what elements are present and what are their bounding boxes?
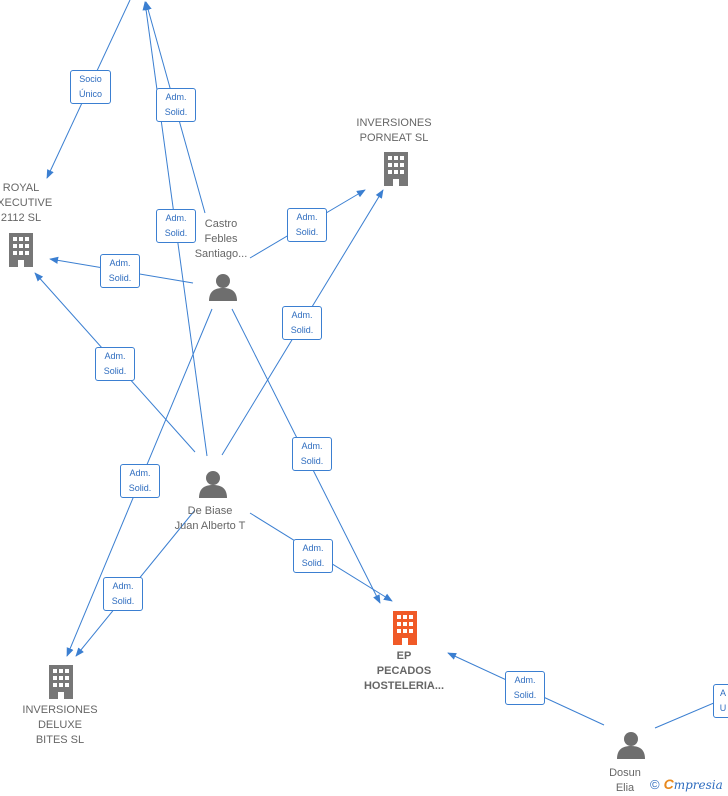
edge-label-adm-solid[interactable]: Adm. Solid. (287, 208, 327, 242)
edges (34, 0, 728, 729)
edge-label-adm-solid[interactable]: Adm. Solid. (156, 209, 196, 243)
edge-label-adm-solid[interactable]: Adm. Solid. (505, 671, 545, 705)
building-icon (49, 665, 73, 699)
node-label-castro-febles[interactable]: Castro Febles Santiago... (194, 218, 248, 260)
node-label-inversiones-deluxe[interactable]: INVERSIONES DELUXE BITES SL (22, 704, 98, 746)
edge-label-adm-solid[interactable]: Adm. Solid. (293, 539, 333, 573)
edge-label-adm-solid[interactable]: Adm. Solid. (100, 254, 140, 288)
building-icon (9, 233, 33, 267)
brand-watermark: © Cmpresia (646, 773, 728, 795)
node-label-inversiones-porneat[interactable]: INVERSIONES PORNEAT SL (356, 117, 432, 144)
edge-label-adm-solid[interactable]: Adm. Solid. (103, 577, 143, 611)
person-icon (199, 471, 227, 498)
building-icon (393, 611, 417, 645)
edge-label-adm-solid[interactable]: Adm. Solid. (120, 464, 160, 498)
person-icon (617, 732, 645, 759)
person-icon (209, 274, 237, 301)
edge-label-socio-unico[interactable]: Socio Único (70, 70, 111, 104)
copyright-icon: © (650, 776, 660, 792)
edge-label-adm-solid[interactable]: Adm. Solid. (95, 347, 135, 381)
node-label-royal-executive[interactable]: ROYAL EXECUTIVE 2112 SL (0, 182, 53, 224)
node-label-ep-pecados[interactable]: EP PECADOS HOSTELERIA... (363, 650, 445, 692)
node-label-de-biase[interactable]: De Biase Juan Alberto T (174, 505, 246, 532)
edge-label-adm-solid[interactable]: Adm. Solid. (282, 306, 322, 340)
edge-label-adm-solid[interactable]: Adm. Solid. (156, 88, 196, 122)
building-icon (384, 152, 408, 186)
node-label-dosun[interactable]: Dosun Elia (609, 767, 641, 794)
edge-label-partial[interactable]: A U (713, 684, 728, 718)
edge-label-adm-solid[interactable]: Adm. Solid. (292, 437, 332, 471)
empresia-logo: Cmpresia (663, 776, 723, 792)
